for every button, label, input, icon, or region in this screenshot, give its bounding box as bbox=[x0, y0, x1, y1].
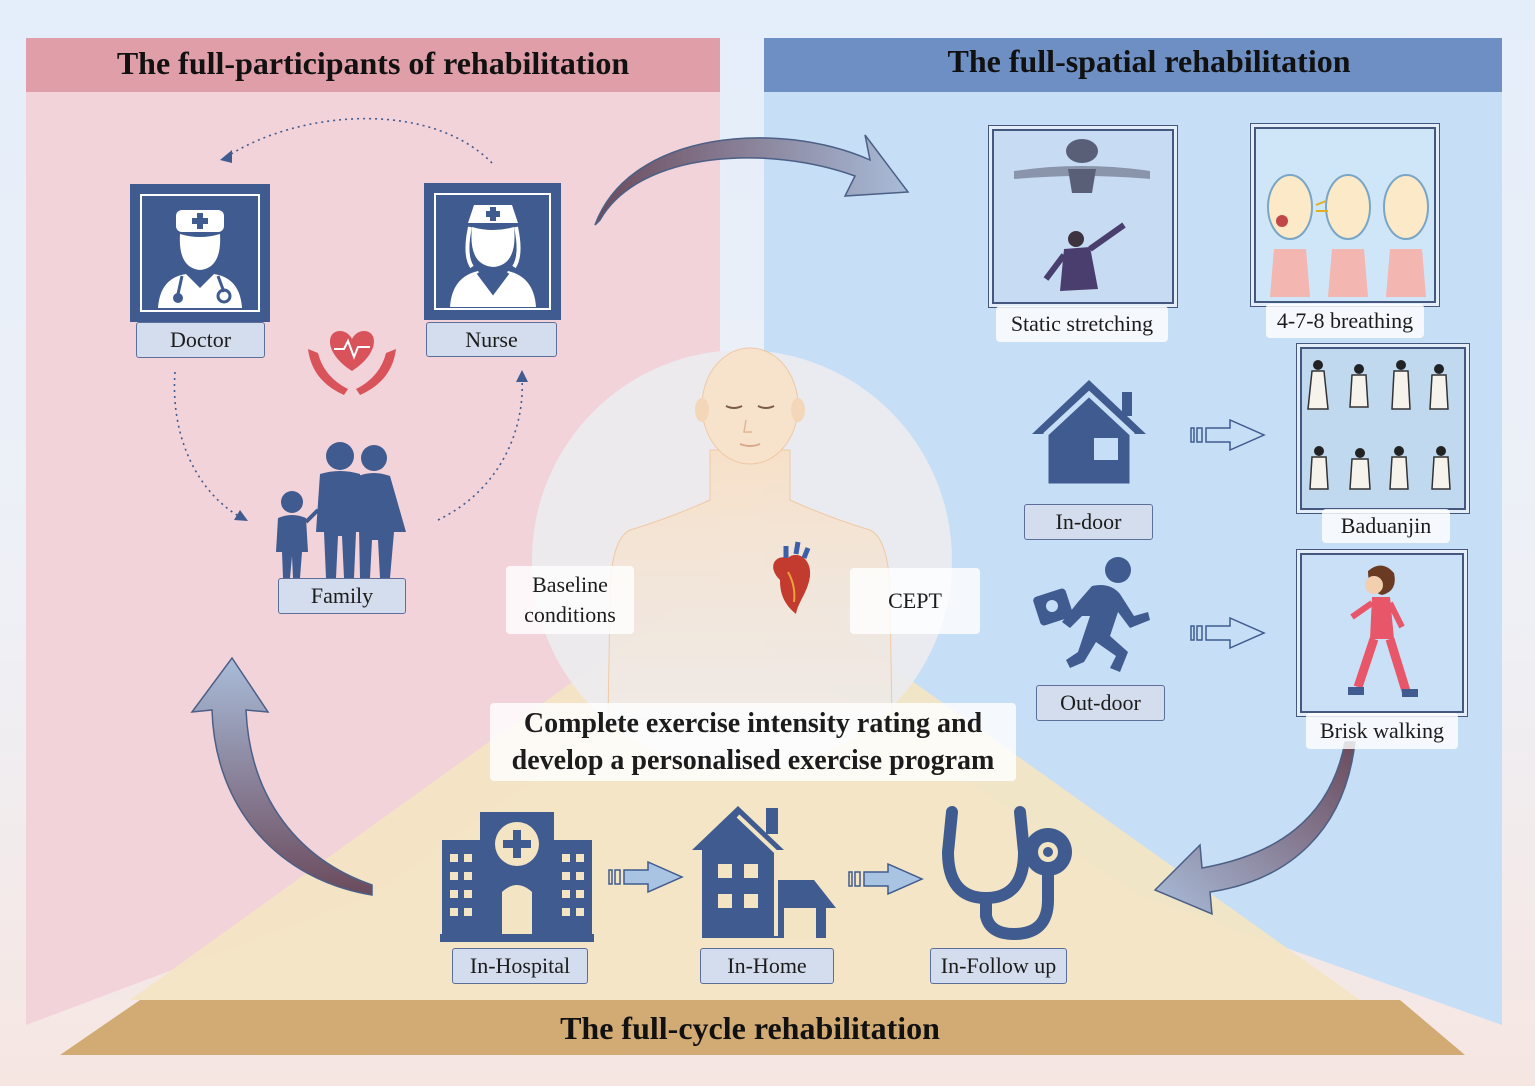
doctor-label: Doctor bbox=[136, 322, 265, 358]
spatial-title-bar bbox=[764, 38, 1502, 92]
heart-organ-icon bbox=[773, 541, 811, 614]
stethoscope-icon bbox=[941, 806, 1072, 941]
baduanjin-label: Baduanjin bbox=[1322, 509, 1450, 543]
participants-title: The full-participants of rehabilitation bbox=[116, 44, 630, 81]
brisk-walking-label: Brisk walking bbox=[1306, 713, 1458, 749]
house-icon bbox=[1032, 380, 1146, 489]
home-to-followup-arrow bbox=[848, 862, 924, 896]
indoor-label: In-door bbox=[1024, 504, 1153, 540]
baduanjin-image bbox=[1300, 347, 1466, 510]
outdoor-label: Out-door bbox=[1036, 685, 1165, 721]
outdoor-arrow-icon bbox=[1190, 616, 1266, 650]
participants-title-bar bbox=[26, 38, 720, 92]
hospital-icon bbox=[440, 812, 594, 942]
nurse-icon-box bbox=[424, 183, 561, 320]
in-hospital-label: In-Hospital bbox=[452, 948, 588, 984]
nurse-label: Nurse bbox=[426, 322, 557, 357]
cept-label: CEPT bbox=[850, 568, 980, 634]
in-follow-up-label: In-Follow up bbox=[930, 948, 1067, 984]
hospital-to-home-arrow bbox=[608, 860, 684, 894]
exercise-program-line1: Complete exercise intensity rating and bbox=[523, 708, 983, 739]
cycle-title-bar bbox=[60, 1000, 1465, 1055]
family-label: Family bbox=[278, 578, 406, 614]
exercise-program-line2: develop a personalised exercise program bbox=[511, 745, 995, 776]
static-stretching-image bbox=[992, 129, 1174, 304]
static-stretching-label: Static stretching bbox=[996, 306, 1168, 342]
cycle-title: The full-cycle rehabilitation bbox=[560, 1009, 940, 1046]
in-home-label: In-Home bbox=[700, 948, 834, 984]
baseline-conditions-label: Baseline conditions bbox=[506, 566, 634, 634]
arrow-to-spatial bbox=[594, 134, 910, 226]
brisk-walking-image bbox=[1300, 553, 1464, 713]
arrow-to-participants bbox=[190, 656, 373, 896]
family-icon bbox=[276, 442, 406, 578]
breathing-image bbox=[1254, 127, 1436, 303]
arrow-to-cycle bbox=[1153, 741, 1356, 916]
human-body-illustration bbox=[607, 347, 893, 720]
breathing-label: 4-7-8 breathing bbox=[1266, 304, 1424, 338]
spatial-title: The full-spatial rehabilitation bbox=[947, 42, 1351, 79]
home-icon bbox=[692, 806, 836, 938]
heart-in-hands-icon bbox=[308, 331, 396, 395]
doctor-icon bbox=[158, 210, 242, 308]
exercise-program-box: Complete exercise intensity rating and d… bbox=[490, 703, 1016, 781]
doctor-icon-box bbox=[130, 184, 270, 322]
indoor-arrow-icon bbox=[1190, 418, 1266, 452]
nurse-icon bbox=[450, 205, 536, 307]
running-person-icon bbox=[1033, 557, 1150, 672]
